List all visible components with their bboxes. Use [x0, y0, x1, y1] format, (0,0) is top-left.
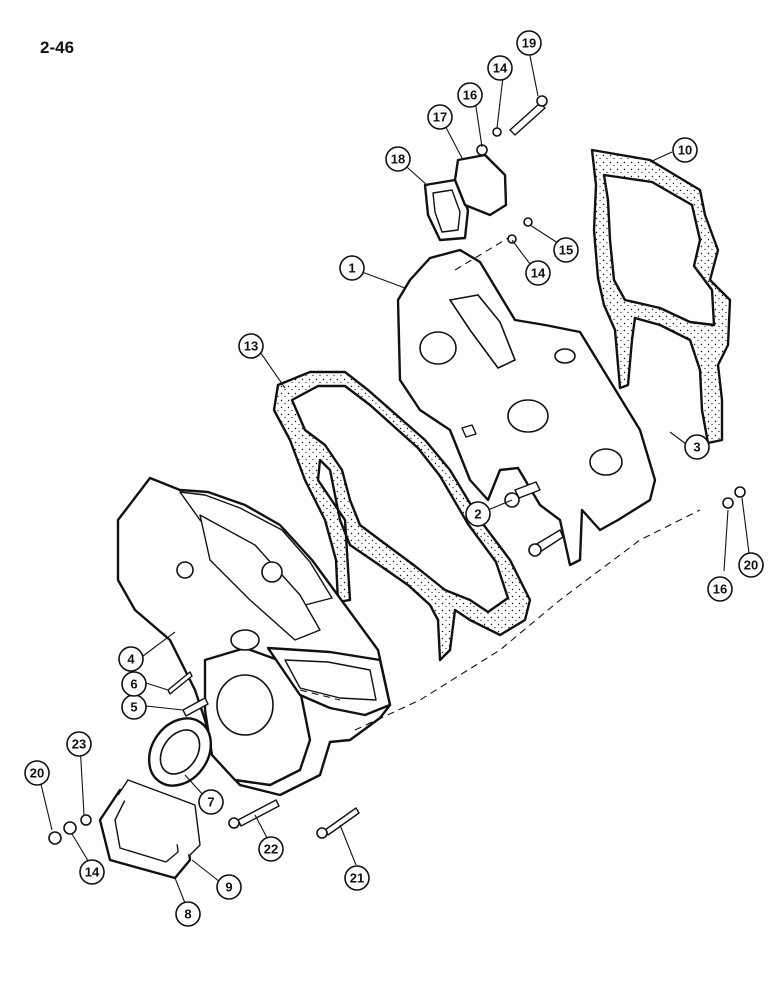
callout-23: 23 — [66, 731, 92, 757]
gasket-rear — [590, 148, 732, 445]
callout-4: 4 — [118, 646, 144, 672]
callout-15: 15 — [553, 237, 579, 263]
bolt-19 — [509, 95, 548, 136]
inspection-cover — [423, 144, 508, 242]
callout-label: 4 — [127, 652, 135, 667]
callout-10: 10 — [672, 137, 698, 163]
callout-20-left: 20 — [24, 760, 50, 786]
callout-label: 6 — [130, 677, 137, 692]
callout-14-mid: 14 — [525, 260, 551, 286]
cover-plate — [98, 779, 201, 880]
gasket-front — [272, 370, 532, 662]
hardware — [48, 127, 746, 845]
callout-14-top: 14 — [487, 55, 513, 81]
callout-label: 5 — [130, 700, 137, 715]
callout-7: 7 — [198, 789, 224, 815]
alignment-lines — [299, 237, 701, 731]
front-plate — [396, 248, 657, 567]
callout-22: 22 — [258, 836, 284, 862]
oil-seal — [147, 717, 213, 787]
callout-label: 14 — [531, 266, 546, 281]
callout-label: 14 — [493, 61, 508, 76]
callout-2: 2 — [465, 501, 491, 527]
callout-label: 19 — [522, 36, 536, 51]
callout-16-top: 16 — [457, 82, 483, 108]
callout-label: 14 — [85, 865, 100, 880]
callout-label: 2 — [474, 507, 481, 522]
callout-1: 1 — [339, 255, 365, 281]
callout-20-right: 20 — [738, 552, 764, 578]
callout-21: 21 — [344, 865, 370, 891]
callout-6: 6 — [121, 671, 147, 697]
callout-14-bottom: 14 — [79, 859, 105, 885]
callout-16-right: 16 — [707, 576, 733, 602]
callout-label: 3 — [693, 440, 700, 455]
page-number: 2-46 — [40, 38, 75, 57]
timing-cover — [116, 476, 392, 797]
callout-17: 17 — [427, 104, 453, 130]
callout-label: 10 — [678, 143, 692, 158]
callout-18: 18 — [385, 146, 411, 172]
callout-label: 17 — [433, 110, 447, 125]
callout-19: 19 — [516, 30, 542, 56]
callout-label: 18 — [391, 152, 405, 167]
callout-label: 20 — [744, 558, 758, 573]
callout-3: 3 — [684, 434, 710, 460]
callout-label: 1 — [348, 261, 355, 276]
callout-label: 7 — [207, 795, 214, 810]
callout-label: 23 — [72, 737, 86, 752]
callout-9: 9 — [216, 874, 242, 900]
callout-5: 5 — [121, 694, 147, 720]
callout-label: 13 — [244, 339, 258, 354]
callout-label: 20 — [30, 766, 44, 781]
callout-label: 9 — [225, 880, 232, 895]
callout-13: 13 — [238, 333, 264, 359]
callout-8: 8 — [175, 901, 201, 927]
callout-label: 21 — [350, 871, 364, 886]
callout-label: 16 — [463, 88, 477, 103]
callout-label: 8 — [184, 907, 191, 922]
callout-label: 22 — [264, 842, 278, 857]
callout-label: 16 — [713, 582, 727, 597]
callout-label: 15 — [559, 243, 573, 258]
